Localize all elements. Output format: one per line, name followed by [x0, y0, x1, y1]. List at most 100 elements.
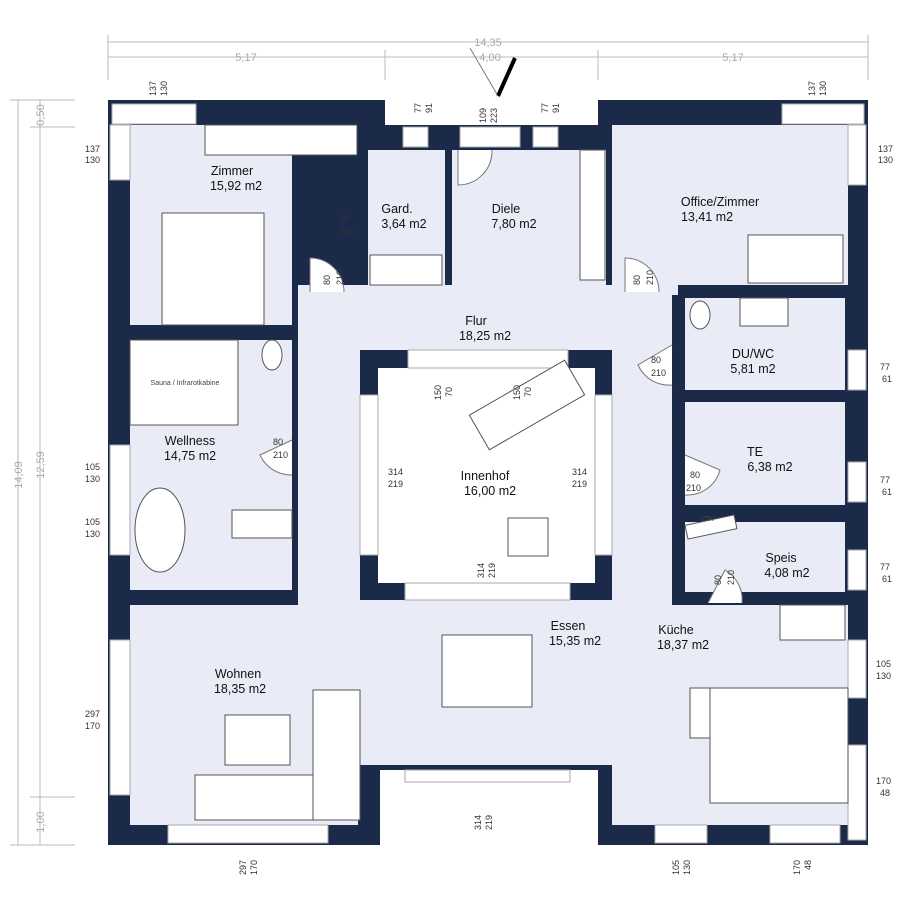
dim-middle: 4,00	[479, 52, 500, 64]
dimension-label: 80	[273, 437, 283, 447]
dimension-label: Wohnen	[215, 667, 261, 681]
dim-total-height: 14,09	[13, 461, 25, 489]
dimension-label: 314	[572, 467, 587, 477]
dimension-label: Gard.	[381, 202, 412, 216]
dimension-label: 61	[882, 374, 892, 384]
dimension-label: 18,25 m2	[459, 329, 511, 343]
dimension-label: 137	[85, 144, 100, 154]
dimension-label: 137	[148, 81, 158, 96]
dimension-label: 3,64 m2	[381, 217, 426, 231]
dimension-label: 170	[249, 860, 259, 875]
dimension-label: 130	[85, 155, 100, 165]
dimension-label: 150	[433, 385, 443, 400]
dimension-label: 105	[85, 517, 100, 527]
dimension-label: 210	[340, 226, 355, 236]
dimension-label: 219	[487, 563, 497, 578]
dimension-label: 15,92 m2	[210, 179, 262, 193]
dimension-label: Flur	[465, 314, 487, 328]
dimension-label: 77	[880, 475, 890, 485]
dimension-label: 6,38 m2	[747, 460, 792, 474]
room-te: TE6,38 m2	[747, 445, 793, 474]
dim-total-width: 14,35	[474, 37, 502, 49]
dim-left: 5,17	[235, 52, 256, 64]
dimension-label: 105	[876, 659, 891, 669]
dimension-label: 219	[572, 479, 587, 489]
dimension-label: 48	[880, 788, 890, 798]
dimension-label: 77	[880, 562, 890, 572]
dimension-label: Essen	[551, 619, 586, 633]
dimension-label: 210	[645, 270, 655, 285]
dimension-label: 5,81 m2	[730, 362, 775, 376]
dimension-label: 223	[489, 108, 499, 123]
dimension-label: 130	[876, 671, 891, 681]
dimension-label: 130	[85, 529, 100, 539]
dimension-label: 150	[512, 385, 522, 400]
dimension-lines	[10, 35, 869, 846]
dimension-label: 314	[388, 467, 403, 477]
dimension-label: 314	[473, 815, 483, 830]
furniture	[129, 124, 849, 821]
sauna-label: Sauna / Infrarotkabine	[151, 380, 220, 387]
dimension-label: 7,80 m2	[491, 217, 536, 231]
dimension-label: 130	[159, 81, 169, 96]
dimension-label: 70	[444, 387, 454, 397]
dimension-label: 91	[551, 103, 561, 113]
dimension-label: 130	[878, 155, 893, 165]
dimension-label: 4,08 m2	[764, 566, 809, 580]
dimension-label: 130	[818, 81, 828, 96]
dim-bottom-offset: 1,00	[35, 811, 47, 832]
dimension-label: 130	[682, 860, 692, 875]
dimension-label: 80	[690, 470, 700, 480]
dim-top-offset: 0,50	[35, 104, 47, 125]
dimension-label: 170	[792, 860, 802, 875]
dimension-label: 297	[238, 860, 248, 875]
dimension-label: 77	[540, 103, 550, 113]
dim-right: 5,17	[722, 52, 743, 64]
dimension-label: 77	[880, 362, 890, 372]
dimension-label: Innenhof	[461, 469, 510, 483]
north-arrow	[496, 57, 517, 97]
dimension-label: 80	[651, 355, 661, 365]
dimension-label: Zimmer	[211, 164, 253, 178]
doors[interactable]	[259, 149, 743, 604]
dimension-label: 18,37 m2	[657, 638, 709, 652]
dimension-label: 137	[878, 144, 893, 154]
dimension-label: 219	[388, 479, 403, 489]
dimension-label: 15,35 m2	[549, 634, 601, 648]
dimension-label: Wellness	[165, 434, 215, 448]
dimension-label: 80	[632, 275, 642, 285]
dimension-label: 210	[726, 570, 736, 585]
dimension-label: Küche	[658, 623, 693, 637]
dimension-label: 210	[651, 368, 666, 378]
dimension-label: 16,00 m2	[464, 484, 516, 498]
dimension-label: 105	[85, 462, 100, 472]
dimension-label: 170	[876, 776, 891, 786]
dimension-label: 137	[807, 81, 817, 96]
dimension-label: 18,35 m2	[214, 682, 266, 696]
windows[interactable]	[109, 103, 867, 844]
dimension-label: 105	[671, 860, 681, 875]
dimension-label: 70	[523, 387, 533, 397]
dimension-label: 109	[478, 108, 488, 123]
dimension-label: 210	[335, 270, 345, 285]
vtk-label: VTK	[700, 516, 714, 523]
dimension-label: 77	[413, 103, 423, 113]
dimension-label: 210	[686, 483, 701, 493]
room-gard: Gard.3,64 m2	[381, 202, 426, 231]
dimension-label: 13,41 m2	[681, 210, 733, 224]
dimension-label: DU/WC	[732, 347, 774, 361]
dimension-label: TE	[747, 445, 763, 459]
dimension-label: Speis	[765, 551, 796, 565]
dimension-label: 61	[882, 574, 892, 584]
dimension-label: 80	[322, 275, 332, 285]
room-duwc: DU/WC5,81 m2	[730, 347, 775, 376]
